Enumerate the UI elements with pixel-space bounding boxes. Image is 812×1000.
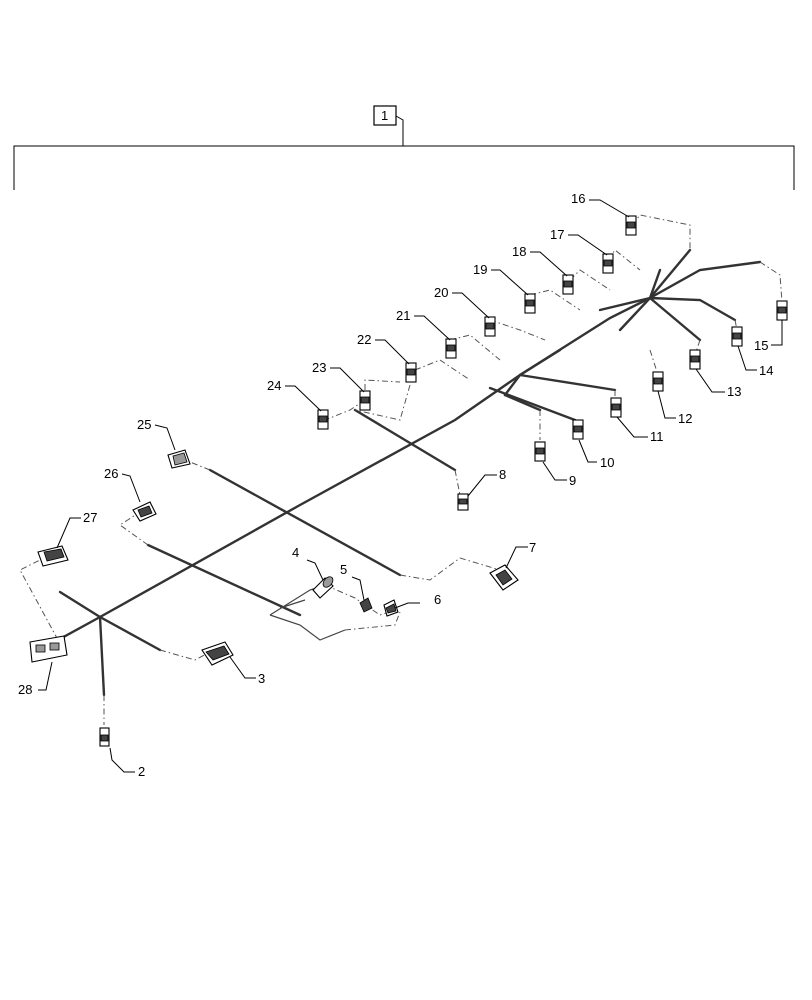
harness-dashed-branches (19, 214, 783, 725)
main-harness-trunk (56, 248, 762, 697)
callout-6: 6 (434, 592, 441, 607)
connector-13 (689, 349, 701, 370)
callout-27: 27 (83, 510, 97, 525)
connector-15 (776, 300, 788, 321)
connector-18 (562, 274, 574, 295)
callout-15: 15 (754, 338, 768, 353)
callout-11: 11 (650, 429, 664, 444)
connector-3 (201, 641, 234, 666)
connector-23 (359, 390, 371, 411)
callout-8: 8 (499, 467, 506, 482)
callout-25: 25 (137, 417, 151, 432)
connector-14 (731, 326, 743, 347)
callout-2: 2 (138, 764, 145, 779)
callout-1: 1 (381, 108, 388, 123)
connector-24 (317, 409, 329, 430)
callout-13: 13 (727, 384, 741, 399)
connector-9 (534, 441, 546, 462)
connector-2 (99, 727, 110, 747)
callout-17: 17 (550, 227, 564, 242)
connector-12 (652, 371, 664, 392)
connector-4-sensor (312, 576, 334, 599)
connector-27 (37, 545, 69, 567)
connector-22 (405, 362, 417, 383)
connector-10 (572, 419, 584, 440)
connector-11 (610, 397, 622, 418)
connector-21 (445, 338, 457, 359)
callout-10: 10 (600, 455, 614, 470)
callout-22: 22 (357, 332, 371, 347)
callout-5: 5 (340, 562, 347, 577)
callout-28: 28 (18, 682, 32, 697)
callout-19: 19 (473, 262, 487, 277)
callout-16: 16 (571, 191, 585, 206)
callout-24: 24 (267, 378, 281, 393)
connector-26 (132, 501, 157, 522)
callout-23: 23 (312, 360, 326, 375)
callout-21: 21 (396, 308, 410, 323)
callout-9: 9 (569, 473, 576, 488)
callout-labels: 1 2 3 4 5 6 7 8 9 10 11 12 13 14 15 16 1… (18, 108, 773, 779)
callout-26: 26 (104, 466, 118, 481)
callout-20: 20 (434, 285, 448, 300)
connector-20 (484, 316, 496, 337)
connector-17 (602, 253, 614, 274)
callout-12: 12 (678, 411, 692, 426)
callout-4: 4 (292, 545, 299, 560)
connectors (29, 215, 788, 747)
connector-5 (359, 597, 373, 613)
connector-28 (29, 635, 68, 663)
connector-7 (489, 564, 519, 591)
connector-19 (524, 293, 536, 314)
callout-18: 18 (512, 244, 526, 259)
callout-3: 3 (258, 671, 265, 686)
connector-25 (167, 449, 191, 469)
connector-6 (383, 599, 399, 617)
assembly-bracket (13, 105, 795, 190)
callout-7: 7 (529, 540, 536, 555)
connector-8 (457, 493, 469, 511)
connector-16 (625, 215, 637, 236)
callout-14: 14 (759, 363, 773, 378)
callout-leaders (38, 199, 783, 773)
